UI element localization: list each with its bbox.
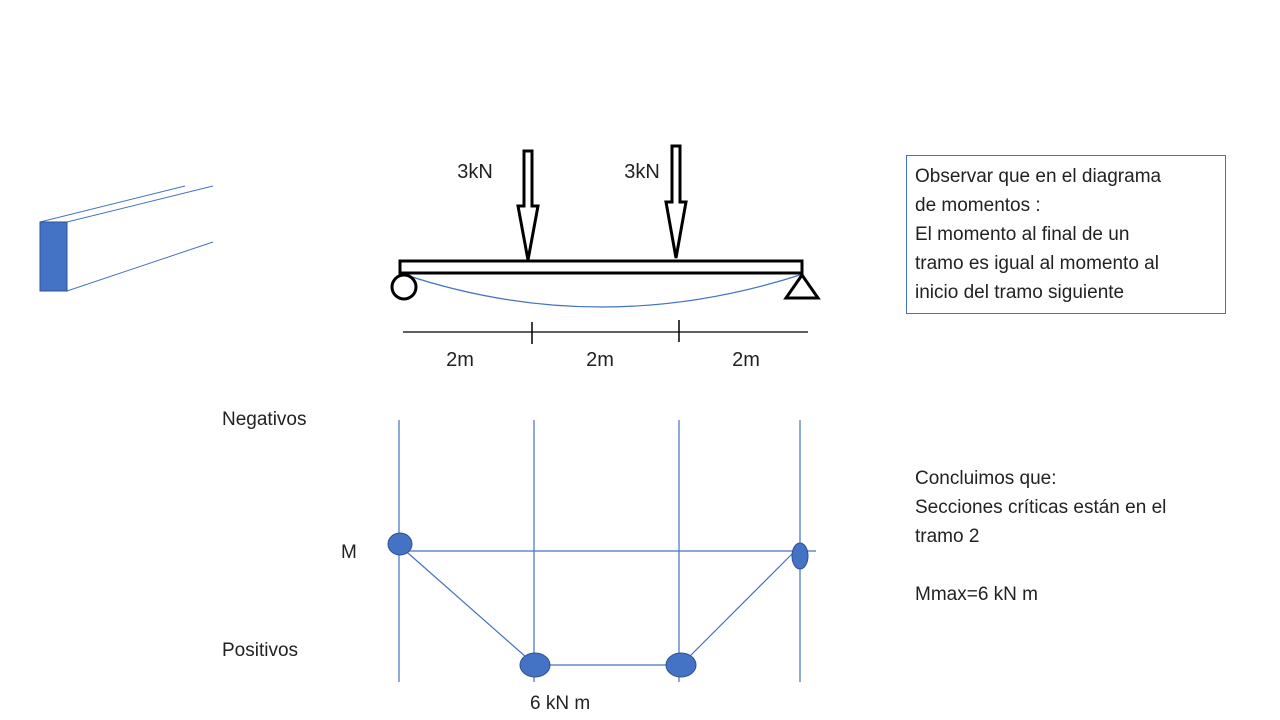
moment-point-3 — [665, 652, 697, 678]
pin-support — [783, 272, 821, 300]
moment-axis-label: M — [341, 542, 357, 563]
deflected-shape — [402, 273, 804, 308]
note-line: inicio del tramo siguiente — [915, 282, 1125, 303]
dimension-line — [403, 320, 808, 344]
span-label-2: 2m — [586, 349, 614, 371]
beam-body — [398, 259, 804, 275]
positive-label: Positivos — [222, 640, 298, 661]
max-moment: Mmax=6 kN m — [915, 584, 1038, 605]
span-label-1: 2m — [446, 349, 474, 371]
moment-point-2 — [519, 652, 551, 678]
note-box: Observar que en el diagrama de momentos … — [906, 155, 1226, 314]
moment-diagram — [387, 420, 816, 682]
conclusion-spacer — [915, 551, 1215, 580]
moment-point-1 — [387, 532, 413, 556]
conclusion-line: Secciones críticas están en el — [915, 497, 1167, 518]
beam-section-face — [39, 221, 68, 292]
note-line: Observar que en el diagrama — [915, 166, 1162, 187]
load-arrow-2 — [664, 144, 688, 259]
conclusion-text: Concluimos que: Secciones críticas están… — [915, 464, 1215, 609]
load-label-1: 3kN — [457, 161, 493, 183]
beam — [390, 259, 821, 308]
conclusion-line: tramo 2 — [915, 526, 980, 547]
note-line: El momento al final de un — [915, 224, 1130, 245]
note-line: tramo es igual al momento al — [915, 253, 1159, 274]
moment-point-4 — [791, 542, 809, 570]
roller-support — [390, 273, 418, 301]
moment-value-label: 6 kN m — [530, 693, 590, 714]
negative-label: Negativos — [222, 409, 307, 430]
load-label-2: 3kN — [624, 161, 660, 183]
load-arrow-1 — [516, 149, 540, 261]
span-label-3: 2m — [732, 349, 760, 371]
note-line: de momentos : — [915, 195, 1041, 216]
conclusion-heading: Concluimos que: — [915, 468, 1057, 489]
beam-section-sketch — [39, 185, 214, 292]
moment-curve — [399, 545, 801, 666]
